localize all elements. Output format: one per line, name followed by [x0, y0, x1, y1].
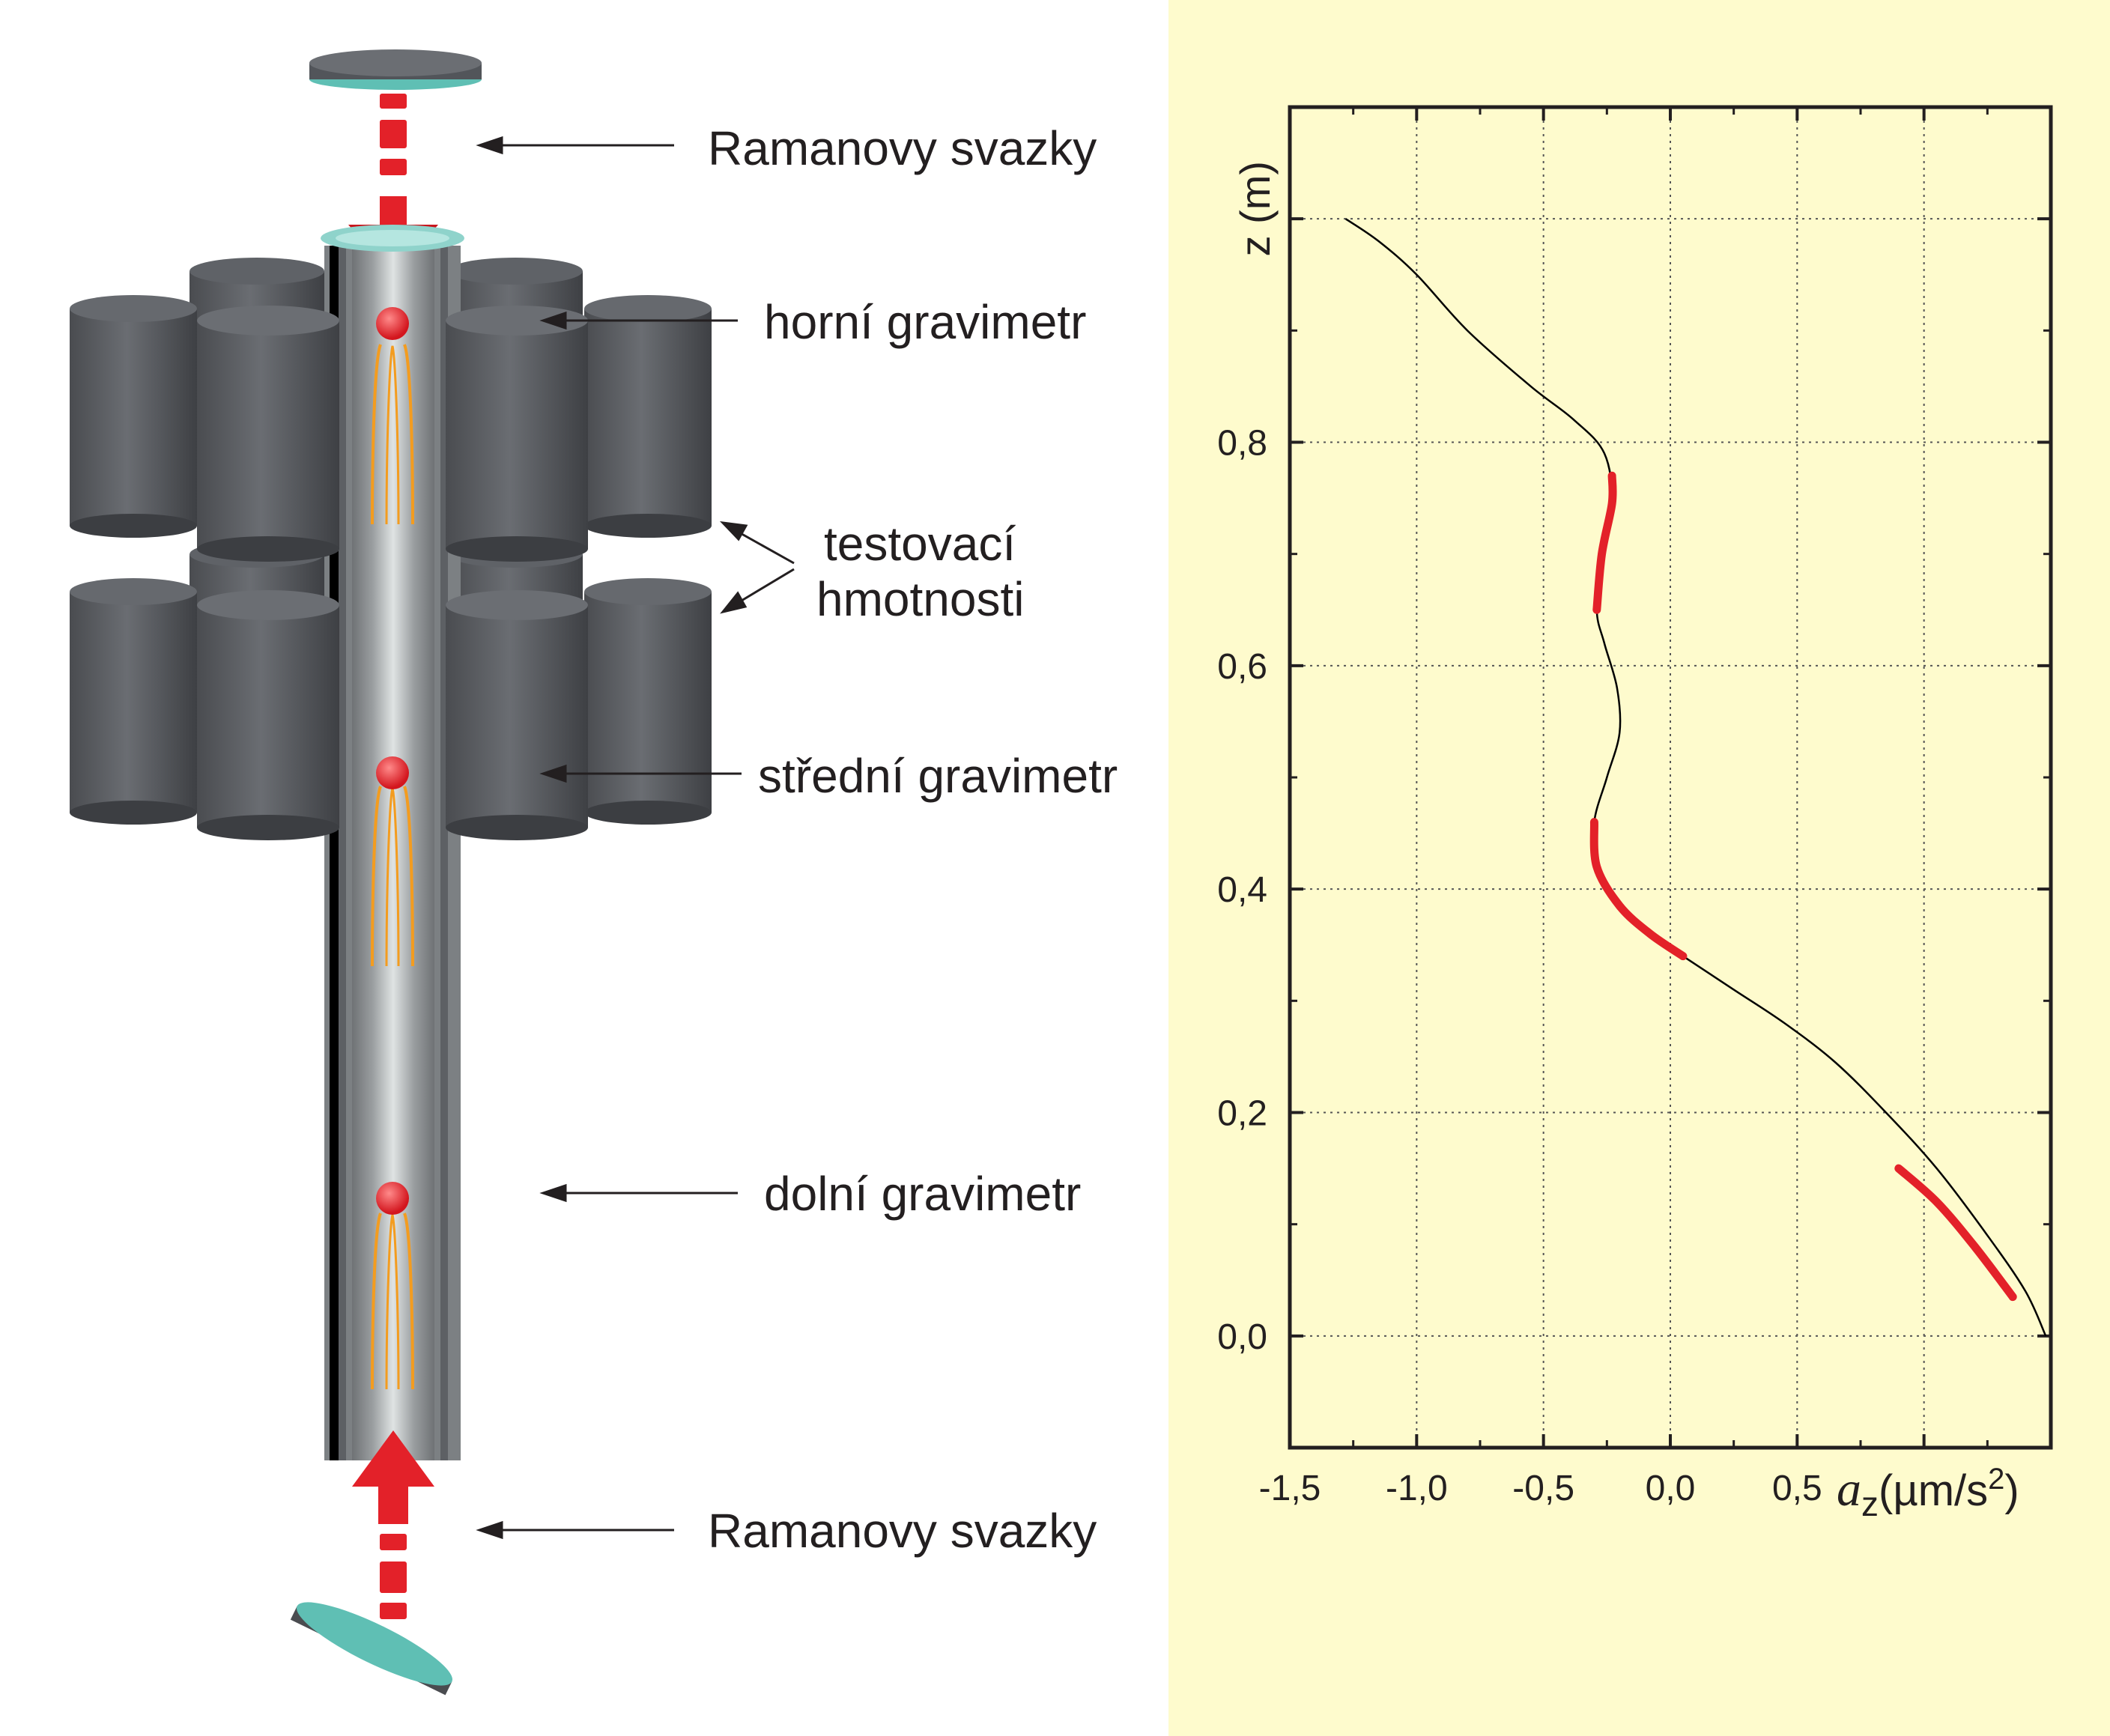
x-axis-label: az(µm/s2)	[1837, 1462, 2019, 1523]
x-tick-label: 0,0	[1646, 1469, 1696, 1508]
label-test-masses-line1: testovací	[824, 517, 1016, 571]
top-mirror	[309, 49, 482, 90]
atom-middle	[371, 756, 414, 967]
y-tick-label: 0,6	[1217, 647, 1267, 687]
atom-lower	[371, 1182, 414, 1390]
label-raman-top: Ramanovy svazky	[708, 121, 1097, 175]
chart-grid	[1289, 107, 2051, 1448]
label-raman-bottom: Ramanovy svazky	[708, 1504, 1097, 1558]
x-tick-label: -0,5	[1512, 1469, 1574, 1508]
x-tick-label: -1,5	[1259, 1469, 1321, 1508]
raman-beam-bottom	[352, 1430, 434, 1619]
x-axis-subscript: z	[1861, 1484, 1879, 1523]
label-arrows	[476, 136, 795, 1540]
x-axis-close: )	[2004, 1466, 2019, 1515]
atom-icon	[376, 756, 409, 789]
test-mass-lower-front	[197, 590, 588, 840]
y-axis-label: z (m)	[1231, 161, 1279, 257]
label-lower-gravimeter: dolní gravimetr	[764, 1167, 1081, 1221]
test-mass-upper-front	[197, 306, 588, 562]
y-tick-label: 0,2	[1217, 1094, 1267, 1134]
vacuum-tube	[321, 225, 464, 1460]
atom-icon	[376, 1182, 409, 1215]
y-tick-label: 0,8	[1217, 424, 1267, 464]
x-axis-symbol: a	[1837, 1462, 1861, 1517]
label-middle-gravimeter: střední gravimetr	[758, 749, 1118, 803]
chart-series	[1344, 218, 2047, 1337]
gravimeter-region-segment	[1589, 818, 1688, 961]
gravimeter-region-segment	[1592, 471, 1617, 614]
bottom-mirror	[290, 1602, 452, 1696]
x-tick-label: 0,5	[1772, 1469, 1822, 1508]
y-tick-label: 0,4	[1217, 870, 1267, 910]
atom-icon	[376, 307, 409, 340]
beam-arrow-up-icon	[352, 1430, 434, 1487]
x-axis-superscript: 2	[1988, 1463, 2004, 1496]
atom-upper	[371, 307, 414, 525]
chart-ticks	[1288, 106, 2051, 1449]
label-test-masses-line2: hmotnosti	[816, 572, 1024, 626]
az-curve	[1344, 218, 2047, 1337]
x-axis-unit: (µm/s	[1879, 1466, 1988, 1515]
apparatus-diagram: Ramanovy svazky horní gravimetr testovac…	[70, 49, 1118, 1696]
x-tick-label: -1,0	[1386, 1469, 1448, 1508]
label-upper-gravimeter: horní gravimetr	[764, 295, 1086, 349]
chart-tick-labels: -1,5 -1,0 -0,5 0,0 0,5 0,0 0,2 0,4 0,6 0,8	[1217, 424, 1822, 1509]
gravimeter-region-segment	[1894, 1164, 2017, 1302]
y-tick-label: 0,0	[1217, 1317, 1267, 1357]
